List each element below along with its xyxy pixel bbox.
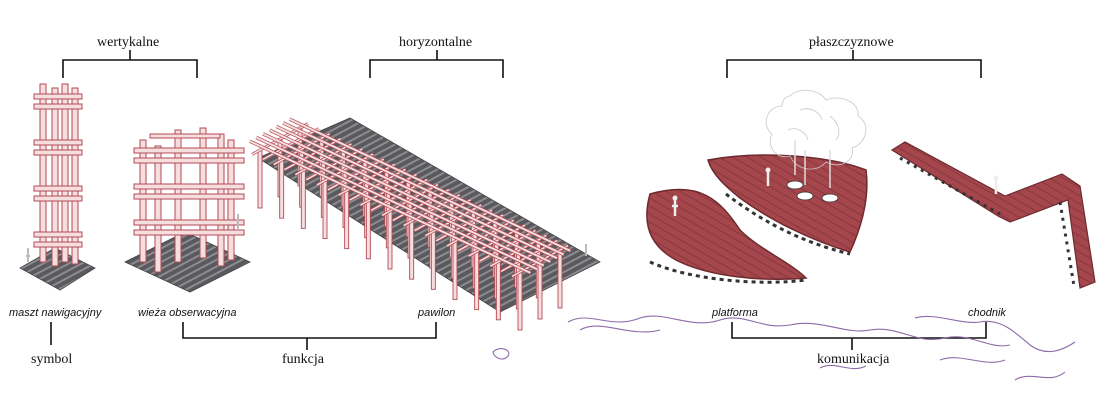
item-label-pavilion: pawilon: [418, 307, 456, 319]
mast-drawing: [19, 83, 96, 291]
pavilion-drawing: [248, 117, 601, 331]
trees-drawing: [765, 89, 867, 188]
group-label-planar: płaszczyznowe: [809, 35, 894, 50]
group-label-function: funkcja: [282, 352, 324, 367]
item-label-walkway: chodnik: [968, 307, 1006, 319]
platform-left-drawing: [646, 188, 808, 284]
item-label-mast: maszt nawigacyjny: [9, 307, 102, 319]
walkway-drawing: [890, 141, 1096, 289]
tower-drawing: [124, 127, 251, 293]
group-label-horizontal: horyzontalne: [399, 35, 473, 50]
item-label-platform: platforma: [712, 307, 758, 319]
group-label-communication: komunikacja: [817, 352, 890, 367]
group-label-vertical: wertykalne: [97, 35, 160, 50]
platform-right-drawing: [707, 154, 868, 256]
bracket-communication: [731, 322, 987, 350]
group-label-symbol: symbol: [31, 352, 73, 367]
bracket-planar: [726, 50, 982, 78]
bracket-horizontal: [369, 50, 504, 78]
bracket-vertical: [62, 50, 198, 78]
item-label-tower: wieża obserwacyjna: [138, 307, 237, 319]
bracket-function: [182, 322, 437, 350]
terrain-contours: [492, 315, 1076, 381]
